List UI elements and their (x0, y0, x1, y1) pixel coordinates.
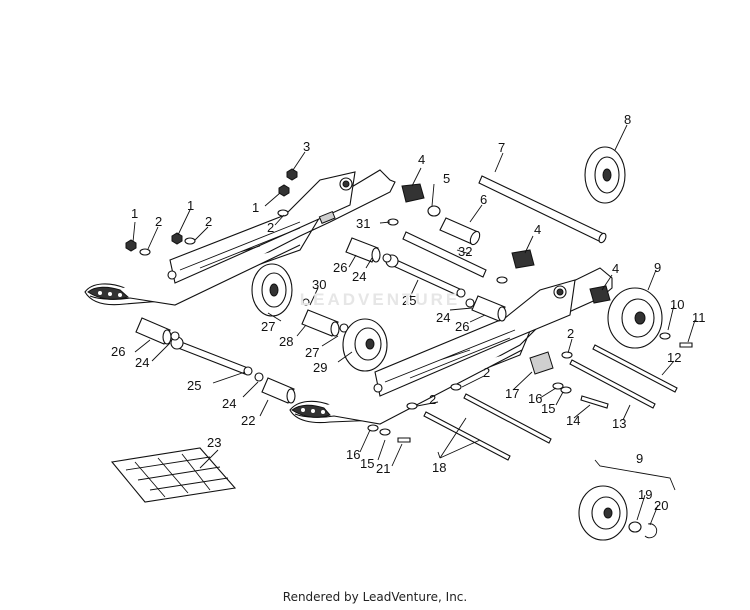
callout-9: 9 (636, 451, 643, 466)
callout-26: 26 (333, 260, 347, 275)
callout-24: 24 (352, 269, 366, 284)
wheel-29 (342, 318, 388, 372)
callout-26: 26 (455, 319, 469, 334)
small-hardware (125, 168, 693, 539)
lower-spacers (135, 317, 296, 404)
callout-2: 2 (567, 326, 574, 341)
callout-13: 13 (612, 416, 626, 431)
callout-16: 16 (528, 391, 542, 406)
callout-27: 27 (261, 319, 275, 334)
callout-4: 4 (612, 261, 619, 276)
right-rail-assembly (289, 267, 613, 425)
upper-spacers (345, 237, 507, 322)
callout-24: 24 (135, 355, 149, 370)
spacer-6 (439, 217, 481, 246)
callout-14: 14 (566, 413, 580, 428)
callout-2: 2 (483, 365, 490, 380)
leader-lines (132, 124, 696, 526)
watermark: LEADVENTURE (299, 290, 461, 309)
wheel-8 (584, 146, 626, 204)
callout-24: 24 (436, 310, 450, 325)
callout-22: 22 (241, 413, 255, 428)
callout-15: 15 (541, 401, 555, 416)
pivot-blocks (401, 183, 611, 304)
callout-4: 4 (418, 152, 425, 167)
callout-31: 31 (356, 216, 370, 231)
callout-29: 29 (313, 360, 327, 375)
rear-long-shaft (478, 175, 607, 244)
callout-30: 30 (312, 277, 326, 292)
callout-8: 8 (624, 112, 631, 127)
callout-12: 12 (667, 350, 681, 365)
callout-11: 11 (692, 310, 706, 325)
callout-2: 2 (267, 220, 274, 235)
callout-labels: 1 2 1 2 3 1 2 4 5 6 7 8 31 32 4 26 24 30… (111, 112, 706, 513)
lower-axle-25 (170, 336, 253, 376)
callout-23: 23 (207, 435, 221, 450)
skid-frame-23 (110, 447, 237, 503)
callout-1: 1 (252, 200, 259, 215)
callout-21: 21 (376, 461, 390, 476)
callout-17: 17 (505, 386, 519, 401)
wheel-9-upper (607, 287, 663, 349)
callout-4: 4 (534, 222, 541, 237)
callout-16: 16 (346, 447, 360, 462)
callout-19: 19 (638, 487, 652, 502)
callout-20: 20 (654, 498, 668, 513)
callout-7: 7 (498, 140, 505, 155)
idler-arm-28 (301, 298, 349, 337)
callout-1: 1 (187, 198, 194, 213)
wheel-9-lower (578, 485, 628, 541)
left-rail-assembly (84, 169, 396, 306)
callout-10: 10 (670, 297, 684, 312)
cross-shafts (423, 344, 678, 461)
callout-27: 27 (305, 345, 319, 360)
callout-24: 24 (222, 396, 236, 411)
callout-2: 2 (205, 214, 212, 229)
callout-25: 25 (187, 378, 201, 393)
wheel-27-upper (251, 263, 293, 317)
callout-26: 26 (111, 344, 125, 359)
upper-axle-25 (385, 254, 466, 298)
callout-25: 25 (402, 293, 416, 308)
callout-9: 9 (654, 260, 661, 275)
callout-28: 28 (279, 334, 293, 349)
callout-18: 18 (432, 460, 446, 475)
callout-15: 15 (360, 456, 374, 471)
callout-6: 6 (480, 192, 487, 207)
shaft-32 (402, 231, 487, 278)
footer-credit: Rendered by LeadVenture, Inc. (282, 590, 468, 604)
callout-3: 3 (303, 139, 310, 154)
callout-1: 1 (131, 206, 138, 221)
callout-32: 32 (458, 244, 472, 259)
callout-2: 2 (155, 214, 162, 229)
callout-2: 2 (429, 392, 436, 407)
callout-5: 5 (443, 171, 450, 186)
